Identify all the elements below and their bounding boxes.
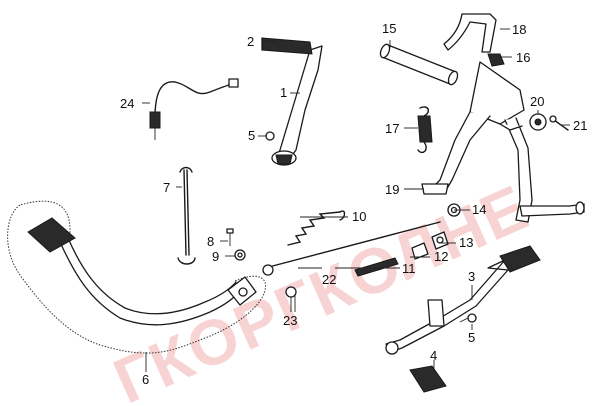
part-22-rod	[262, 221, 441, 276]
part-5-bolt-b	[459, 313, 477, 323]
part-4-rubber	[409, 365, 447, 393]
callout-5b: 5	[468, 330, 475, 345]
callout-2: 2	[247, 34, 254, 49]
callout-14: 14	[472, 202, 486, 217]
part-16-nut	[487, 53, 505, 67]
part-15-pipe	[379, 43, 459, 86]
callout-15: 15	[382, 21, 396, 36]
part-6-brake-pedal	[7, 200, 266, 354]
callout-10: 10	[352, 209, 366, 224]
callout-9: 9	[212, 249, 219, 264]
part-2-kick-rubber	[261, 37, 313, 55]
callout-7: 7	[163, 180, 170, 195]
part-23-bolt	[285, 286, 297, 312]
part-8-bolt	[226, 228, 234, 246]
callout-16: 16	[516, 50, 530, 65]
callout-18: 18	[512, 22, 526, 37]
callout-23: 23	[283, 313, 297, 328]
callout-3: 3	[468, 269, 475, 284]
part-13-adjuster	[431, 231, 449, 250]
part-24-cable	[149, 78, 239, 140]
part-20-washer	[529, 113, 547, 131]
part-3-pedal	[385, 245, 541, 355]
callout-1: 1	[280, 85, 287, 100]
part-17-spring	[417, 106, 433, 154]
part-7-rod	[177, 166, 196, 265]
callout-24: 24	[120, 96, 134, 111]
callout-12: 12	[434, 249, 448, 264]
callout-5a: 5	[248, 128, 255, 143]
callout-4: 4	[430, 348, 437, 363]
callout-6: 6	[142, 372, 149, 387]
part-12-joint	[411, 242, 429, 260]
callout-8: 8	[207, 234, 214, 249]
callout-22: 22	[322, 272, 336, 287]
callouts: 2 1 5 24 7 8 9 10 11 12 13 14 22 23 15 1…	[120, 21, 587, 387]
leader-lines	[142, 28, 570, 372]
part-21-pin	[549, 115, 569, 131]
callout-17: 17	[385, 121, 399, 136]
part-11-spring	[354, 257, 399, 277]
part-9-nut	[234, 249, 246, 261]
callout-19: 19	[385, 182, 399, 197]
callout-21: 21	[573, 118, 587, 133]
part-10-spring	[287, 210, 346, 246]
part-5-bolt-a	[258, 131, 275, 141]
part-19-center-stand	[421, 61, 585, 223]
part-18-bracket	[443, 13, 497, 53]
callout-20: 20	[530, 94, 544, 109]
callout-11: 11	[402, 261, 416, 276]
part-1-kick-arm	[271, 45, 323, 166]
callout-13: 13	[459, 235, 473, 250]
